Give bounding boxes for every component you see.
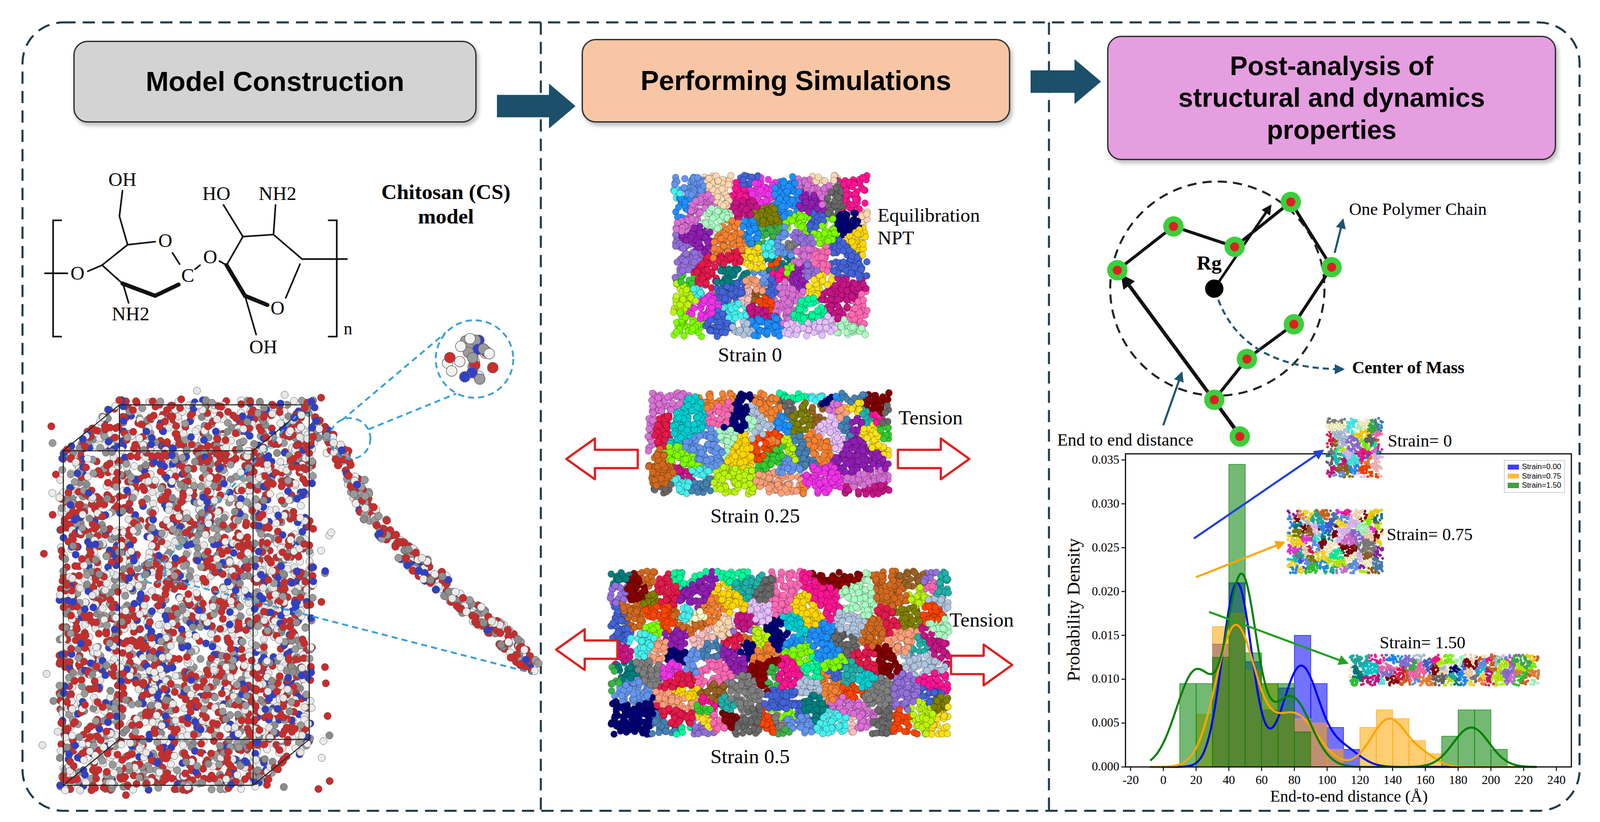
canvas: OHHONH2Chitosan (CS) modelOOOCONH2nOHEqu… [0, 0, 1600, 822]
